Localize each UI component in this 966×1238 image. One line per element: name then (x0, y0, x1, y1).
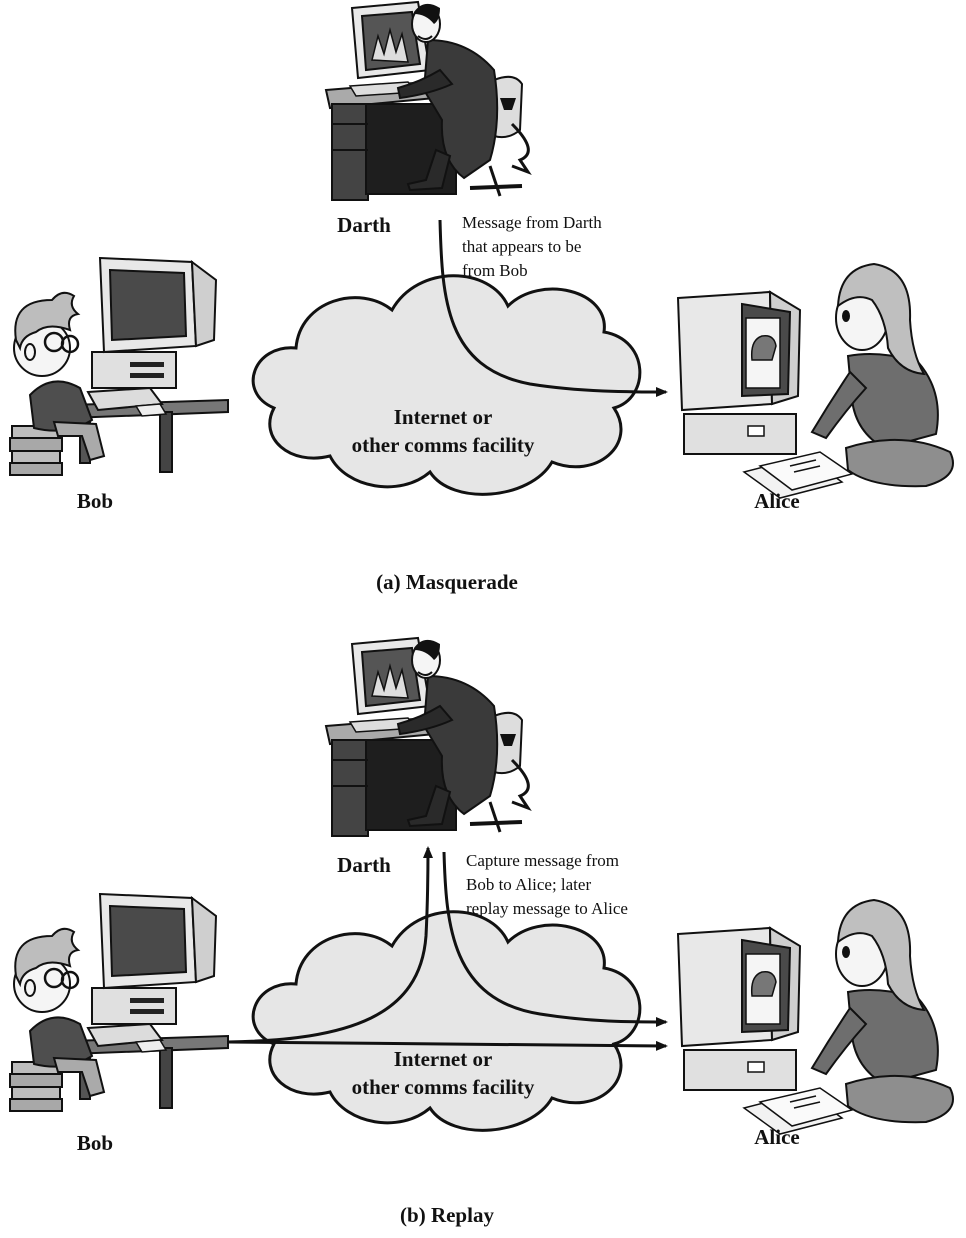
network-cloud (251, 274, 642, 496)
annotation-line: that appears to be (462, 237, 581, 256)
capture-arrow (227, 846, 433, 1044)
panel-replay: Darth Bob Alice Internet or other comms … (8, 636, 954, 1227)
replay-arrow (442, 851, 668, 1027)
annotation-line: from Bob (462, 261, 528, 280)
alice-illustration (677, 899, 954, 1135)
darth-illustration (324, 636, 531, 838)
annotation-line: Capture message from (466, 851, 619, 870)
network-label-line2: other comms facility (352, 433, 535, 457)
panel-caption: (a) Masquerade (376, 570, 518, 594)
annotation-line: replay message to Alice (466, 899, 628, 918)
bob-label: Bob (77, 1131, 113, 1155)
annotation-line: Message from Darth (462, 213, 602, 232)
annotation-line: Bob to Alice; later (466, 875, 591, 894)
darth-label: Darth (337, 213, 391, 237)
network-label-line2: other comms facility (352, 1075, 535, 1099)
darth-label: Darth (337, 853, 391, 877)
alice-illustration (677, 263, 954, 499)
bob-to-alice-arrow (227, 1040, 668, 1051)
alice-label: Alice (754, 1125, 799, 1149)
alice-label: Alice (754, 489, 799, 513)
darth-illustration (324, 0, 531, 202)
panel-masquerade: Darth Bob Alice Internet or other comms … (8, 0, 954, 594)
bob-label: Bob (77, 489, 113, 513)
panel-caption: (b) Replay (400, 1203, 494, 1227)
network-label-line1: Internet or (394, 1047, 493, 1071)
bob-illustration (8, 256, 230, 477)
masquerade-arrow (438, 219, 668, 397)
bob-illustration (8, 892, 230, 1113)
network-label-line1: Internet or (394, 405, 493, 429)
